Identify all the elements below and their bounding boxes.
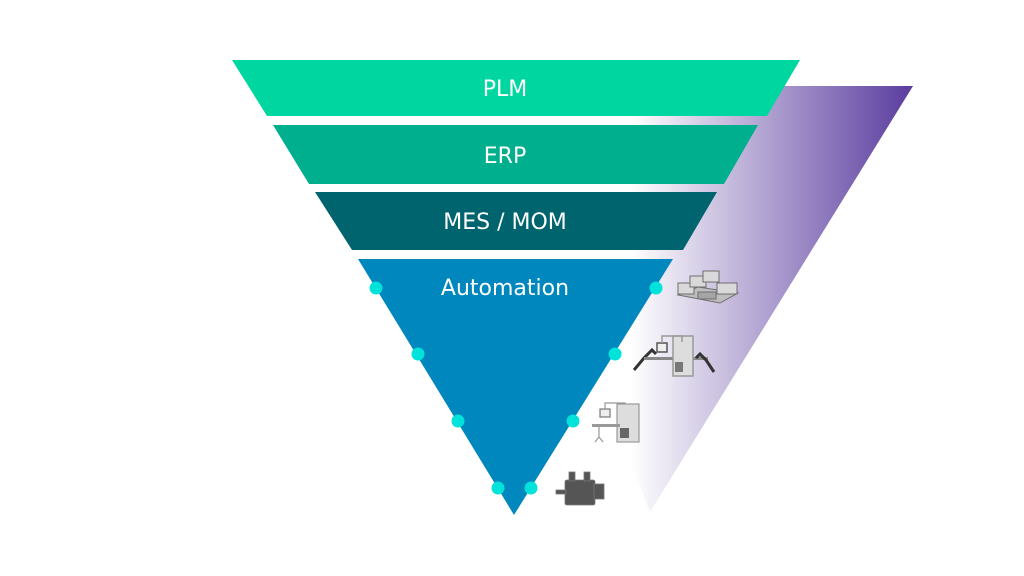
layer-mes-mom-label: MES / MOM [443,210,567,235]
connector-dot [411,347,425,361]
layer-erp-label: ERP [484,144,526,169]
layer-automation[interactable] [358,259,673,515]
connector-dots [369,281,663,495]
machine-cell-icon [592,402,640,443]
connector-dot [369,281,383,295]
layer-erp[interactable] [273,125,758,184]
layer-mes-mom[interactable] [315,192,717,250]
layer-automation-label: Automation [441,276,569,301]
servo-motor-icon [555,471,605,506]
connector-dot [451,414,465,428]
connector-dot [524,481,538,495]
layer-plm-label: PLM [483,77,528,102]
plant-modules-icon [676,270,740,304]
connector-dot [608,347,622,361]
connector-dot [491,481,505,495]
production-line-icon [632,335,716,377]
connector-dot [566,414,580,428]
layer-plm[interactable] [232,60,800,116]
connector-dot [649,281,663,295]
